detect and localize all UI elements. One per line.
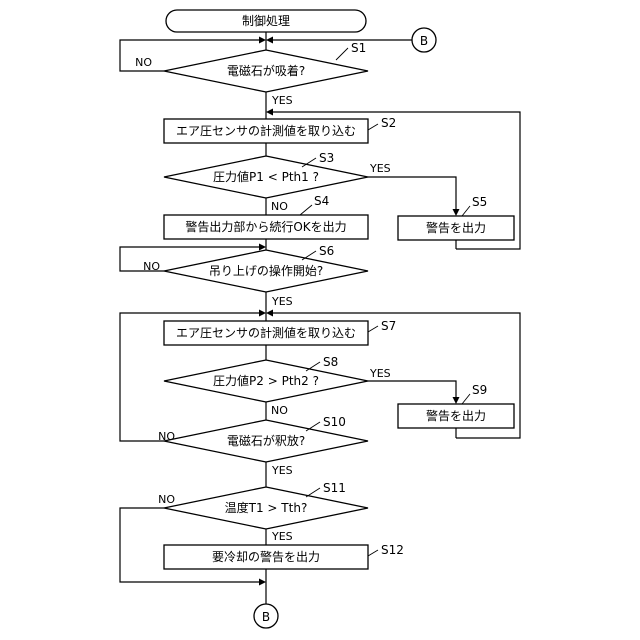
arrow-s9-return [266, 310, 273, 317]
process-s9-text: 警告を出力 [426, 408, 486, 423]
arrow-s3-yes [453, 209, 460, 216]
connector-b-bottom-label: B [262, 610, 270, 624]
decision-s3-text: 圧力値P1 < Pth1 ? [213, 169, 319, 184]
leader-s7 [368, 326, 378, 332]
label-s6-no: NO [143, 260, 160, 273]
leader-s12 [368, 550, 378, 556]
step-id-s3: S3 [319, 151, 334, 165]
decision-s1-text: 電磁石が吸着? [227, 63, 305, 78]
label-s11-no: NO [158, 493, 175, 506]
process-s5-text: 警告を出力 [426, 220, 486, 235]
connector-b-top-label: B [420, 34, 428, 48]
step-id-s4: S4 [314, 194, 329, 208]
arrow-s1-no [259, 37, 266, 44]
label-s3-yes: YES [369, 162, 391, 175]
edge-s3-yes [368, 177, 456, 210]
arrow-s8-yes [453, 397, 460, 404]
step-id-s5: S5 [472, 195, 487, 209]
label-s11-yes: YES [271, 530, 293, 543]
decision-s10-text: 電磁石が釈放? [227, 433, 305, 448]
label-s6-yes: YES [271, 295, 293, 308]
process-s4-text: 警告出力部から続行OKを出力 [185, 219, 346, 234]
decision-s6-text: 吊り上げの操作開始? [209, 263, 323, 278]
step-id-s2: S2 [381, 116, 396, 130]
leader-s2 [368, 124, 378, 130]
process-s2-text: エア圧センサの計測値を取り込む [176, 123, 356, 138]
leader-s5 [462, 206, 470, 216]
step-id-s11: S11 [323, 481, 346, 495]
label-s8-no: NO [271, 404, 288, 417]
step-id-s10: S10 [323, 415, 346, 429]
label-s1-yes: YES [271, 94, 293, 107]
leader-s1 [336, 48, 348, 60]
process-s7-text: エア圧センサの計測値を取り込む [176, 325, 356, 340]
label-s3-no: NO [271, 200, 288, 213]
arrow-s6-no [259, 244, 266, 251]
step-id-s7: S7 [381, 319, 396, 333]
label-s10-yes: YES [271, 464, 293, 477]
label-s8-yes: YES [369, 367, 391, 380]
step-id-s1: S1 [351, 41, 366, 55]
arrow-s11-no [259, 579, 266, 586]
process-s12-text: 要冷却の警告を出力 [212, 549, 320, 564]
step-id-s6: S6 [319, 244, 334, 258]
step-id-s9: S9 [472, 383, 487, 397]
start-terminal-label: 制御処理 [242, 13, 290, 28]
label-s1-no: NO [135, 56, 152, 69]
arrow-b-top [266, 37, 273, 44]
leader-s9 [462, 394, 470, 404]
edge-s8-yes [368, 381, 456, 398]
leader-s4 [300, 205, 312, 215]
leader-s11 [306, 488, 320, 497]
step-id-s12: S12 [381, 543, 404, 557]
decision-s11-text: 温度T1 > Tth? [225, 500, 308, 515]
step-id-s8: S8 [323, 355, 338, 369]
arrow-s10-no [259, 310, 266, 317]
decision-s8-text: 圧力値P2 > Pth2 ? [213, 373, 319, 388]
arrow-s5-return [266, 109, 273, 116]
